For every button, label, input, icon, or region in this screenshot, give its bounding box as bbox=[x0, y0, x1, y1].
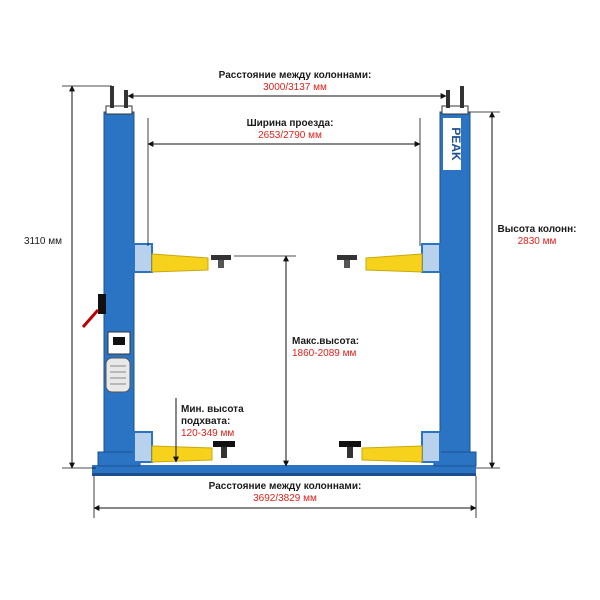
right-column-top-cap bbox=[441, 105, 469, 115]
left-column-top-cap bbox=[105, 105, 133, 115]
left-lower-carriage bbox=[133, 431, 153, 463]
min-height-value: 120-349 мм bbox=[181, 428, 235, 439]
column-height-title: Высота колонн: bbox=[497, 224, 577, 235]
left-upper-arm bbox=[133, 243, 231, 273]
logo-plate bbox=[443, 118, 461, 170]
right-lower-pad bbox=[339, 441, 361, 447]
power-unit-button bbox=[113, 337, 125, 345]
max-height-value: 1860-2089 мм bbox=[292, 348, 357, 359]
min-height-title-line2: подхвата: bbox=[181, 416, 231, 427]
left-upper-carriage bbox=[133, 243, 153, 273]
release-handle-lever bbox=[81, 309, 100, 328]
right-column-top-rod2 bbox=[460, 86, 464, 108]
column-distance-bottom-value: 3692/3829 мм bbox=[253, 493, 317, 504]
right-lower-pad-stem bbox=[347, 446, 353, 458]
left-lower-pad bbox=[213, 441, 235, 447]
left-column-top-rod bbox=[110, 86, 114, 108]
right-lower-arm bbox=[339, 431, 441, 463]
column-distance-top-value: 3000/3137 мм bbox=[263, 82, 327, 93]
drive-width-value: 2653/2790 мм bbox=[258, 130, 322, 141]
drive-width-title: Ширина проезда: bbox=[246, 118, 334, 129]
right-upper-carriage bbox=[421, 243, 441, 273]
left-upper-arm-beam bbox=[151, 253, 209, 273]
left-upper-pad bbox=[211, 255, 231, 260]
right-upper-arm-beam bbox=[365, 253, 423, 273]
base-plate bbox=[92, 465, 476, 475]
max-height-title: Макс.высота: bbox=[292, 336, 360, 347]
left-lower-arm bbox=[133, 431, 235, 463]
right-column: PEAK bbox=[433, 86, 477, 467]
right-upper-pad-stem bbox=[344, 258, 350, 268]
right-lower-arm-beam bbox=[361, 445, 423, 463]
left-column bbox=[81, 86, 141, 467]
left-lower-arm-beam bbox=[151, 445, 213, 463]
column-height-value: 2830 мм bbox=[517, 236, 557, 247]
min-height-title-line1: Мин. высота bbox=[181, 404, 244, 415]
release-handle-box bbox=[98, 294, 106, 314]
right-upper-arm bbox=[337, 243, 441, 273]
left-upper-pad-stem bbox=[218, 258, 224, 268]
total-height-value: 3110 мм bbox=[23, 236, 63, 247]
right-lower-carriage bbox=[421, 431, 441, 463]
right-column-top-rod bbox=[446, 90, 450, 108]
left-column-top-rod2 bbox=[124, 90, 128, 108]
column-distance-top-title: Расстояние между колоннами: bbox=[218, 70, 372, 81]
left-lower-pad-stem bbox=[221, 446, 227, 458]
power-unit-motor bbox=[105, 357, 131, 393]
left-column-post bbox=[103, 111, 135, 467]
base-plate-shadow bbox=[92, 473, 476, 476]
right-upper-pad bbox=[337, 255, 357, 260]
logo-text: PEAK bbox=[449, 127, 463, 161]
column-distance-bottom-title: Расстояние между колоннами: bbox=[208, 481, 362, 492]
